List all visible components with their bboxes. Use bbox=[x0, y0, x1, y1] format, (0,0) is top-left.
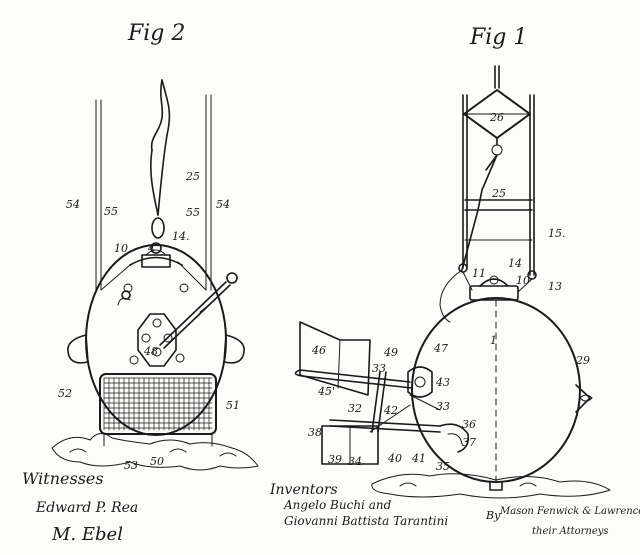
fig1-label-13: 13 bbox=[548, 280, 562, 293]
fig1-arm-assembly bbox=[294, 321, 470, 465]
witness-2-signature: M. Ebel bbox=[51, 524, 123, 545]
fig1-cable-25 bbox=[439, 154, 498, 323]
fig1-label-39: 39 bbox=[328, 453, 342, 466]
fig1-label-15: 15. bbox=[548, 227, 566, 240]
inventor-1-signature: Angelo Buchi and bbox=[283, 498, 392, 512]
attorneys-caption: their Attorneys bbox=[532, 526, 609, 537]
fig1-label-10: 10 bbox=[516, 274, 530, 287]
by-word: By bbox=[485, 509, 501, 522]
fig2-label-10: 10 bbox=[114, 242, 128, 255]
fig1-hull bbox=[411, 297, 593, 491]
fig1-top-hook bbox=[494, 65, 500, 89]
fig2-label-14: 14. bbox=[172, 230, 190, 243]
witness-1-signature: Edward P. Rea bbox=[35, 500, 138, 516]
fig2-label-55-right: 55 bbox=[186, 206, 200, 219]
witnesses-heading: Witnesses bbox=[22, 469, 104, 488]
fig1-frame bbox=[462, 94, 535, 276]
fig1-label-47: 47 bbox=[433, 342, 448, 355]
fig1-label-29: 29 bbox=[575, 354, 590, 367]
inventor-2-signature: Giovanni Battista Tarantini bbox=[284, 514, 448, 528]
fig2-label-55-left: 55 bbox=[104, 205, 118, 218]
fig2-label-53: 53 bbox=[124, 459, 138, 472]
fig1-label-25: 25 bbox=[491, 187, 506, 200]
inventors-heading: Inventors bbox=[269, 482, 338, 498]
fig1-label-37: 37 bbox=[462, 436, 476, 449]
figure-1-drawing: Fig 1 bbox=[294, 25, 611, 499]
fig1-label-41: 41 bbox=[411, 452, 426, 465]
fig1-label-43: 43 bbox=[435, 376, 450, 389]
fig1-label-26: 26 bbox=[489, 111, 504, 124]
fig2-label-52: 52 bbox=[58, 387, 72, 400]
fig1-label-33-lower: 33 bbox=[436, 400, 450, 413]
signature-block: Witnesses Edward P. Rea M. Ebel Inventor… bbox=[22, 469, 640, 545]
fig1-label-42: 42 bbox=[383, 404, 398, 417]
fig2-labels: 54 55 25 10 4 14. 55 54 48 52 51 53 50 bbox=[58, 170, 240, 472]
attorneys-signature: Mason Fenwick & Lawrence bbox=[499, 506, 640, 517]
fig2-seabed bbox=[51, 433, 259, 471]
fig2-grille-basket bbox=[99, 373, 217, 447]
fig1-label-40: 40 bbox=[387, 452, 402, 465]
fig1-label-1: 1 bbox=[490, 334, 497, 347]
fig2-label-50: 50 bbox=[150, 455, 164, 468]
figure-2-drawing: Fig 2 bbox=[51, 21, 259, 472]
fig1-title: Fig 1 bbox=[469, 25, 527, 50]
fig1-label-38: 38 bbox=[308, 426, 322, 439]
fig1-label-45: 45' bbox=[317, 385, 335, 398]
fig1-label-14: 14 bbox=[508, 257, 522, 270]
fig1-top-hatch bbox=[458, 263, 537, 301]
fig2-label-51: 51 bbox=[226, 399, 240, 412]
fig2-hoist-cable bbox=[149, 79, 171, 239]
fig2-hull bbox=[67, 242, 245, 436]
fig1-float-26 bbox=[463, 89, 531, 156]
fig2-label-54-right: 54 bbox=[216, 198, 230, 211]
fig1-label-36: 36 bbox=[462, 418, 476, 431]
fig2-label-48: 48 bbox=[143, 345, 158, 358]
fig1-labels: 26 25 15. 11 14 10 13 46 49 47 1 29 45' … bbox=[308, 111, 590, 473]
fig1-seabed bbox=[371, 473, 611, 499]
fig1-label-32: 32 bbox=[348, 402, 362, 415]
fig2-title: Fig 2 bbox=[127, 21, 185, 46]
fig1-label-34: 34 bbox=[348, 455, 362, 468]
fig1-label-49: 49 bbox=[383, 346, 398, 359]
fig2-guide-cables bbox=[95, 94, 212, 291]
fig1-label-35: 35 bbox=[436, 460, 450, 473]
fig1-label-46: 46 bbox=[311, 344, 326, 357]
fig2-label-25: 25 bbox=[185, 170, 200, 183]
fig2-label-54-left: 54 bbox=[66, 198, 80, 211]
fig1-label-33-upper: 33 bbox=[372, 362, 386, 375]
fig2-label-4: 4 bbox=[147, 242, 155, 255]
fig1-label-11: 11 bbox=[472, 267, 486, 280]
